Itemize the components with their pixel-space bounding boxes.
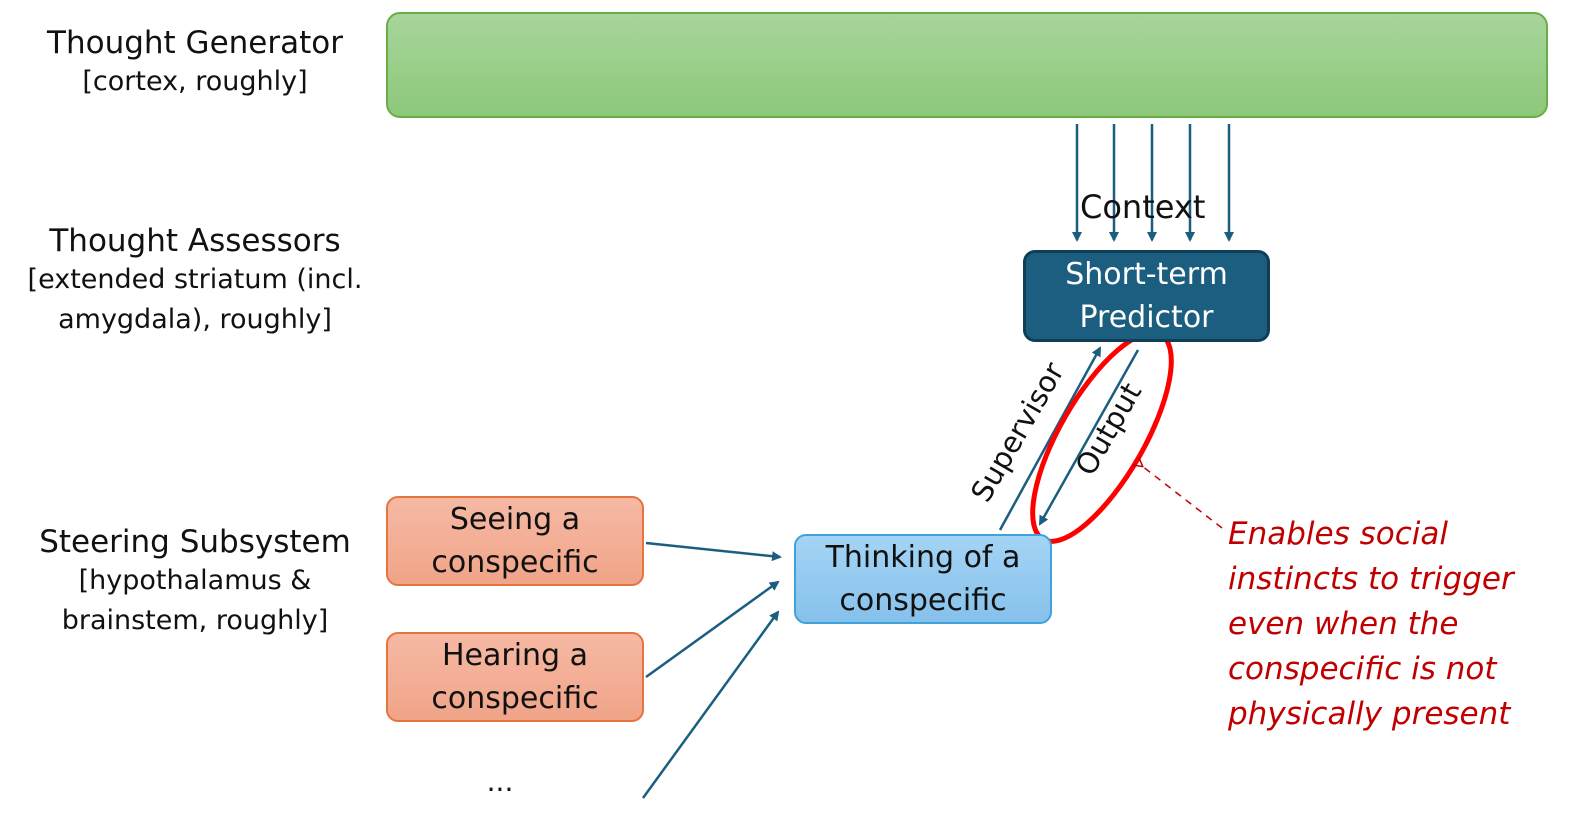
steering-subsystem-subtitle-2: brainstem, roughly] <box>61 605 329 636</box>
annotation-line: even when the <box>1228 606 1459 642</box>
thought-generator-title: Thought Generator <box>47 25 343 61</box>
seeing-label-2: conspecific <box>431 545 599 580</box>
seeing-label-1: Seeing a <box>449 502 581 537</box>
row-label-steering-subsystem: Steering Subsystem [hypothalamus & brain… <box>20 523 370 641</box>
supervisor-arrow <box>998 346 1102 531</box>
other-input-arrow <box>641 610 780 799</box>
thought-generator-subtitle: [cortex, roughly] <box>82 66 308 97</box>
thought-assessors-title: Thought Assessors <box>49 223 341 259</box>
thinking-label-2: conspecific <box>839 583 1007 618</box>
thinking-of-conspecific-box: Thinking of a conspecific <box>794 534 1052 624</box>
thought-assessors-subtitle-2: amygdala), roughly] <box>58 304 332 335</box>
context-label: Context <box>1080 188 1206 226</box>
annotation-pointer-arrow <box>1142 466 1223 529</box>
annotation-note: Enables social instincts to trigger even… <box>1228 512 1514 737</box>
output-arrow <box>1038 349 1140 526</box>
annotation-line: instincts to trigger <box>1228 561 1514 597</box>
short-term-predictor-box: Short-term Predictor <box>1023 250 1270 342</box>
row-label-thought-generator: Thought Generator [cortex, roughly] <box>20 24 370 102</box>
steering-subsystem-title: Steering Subsystem <box>39 524 351 560</box>
annotation-line: physically present <box>1228 696 1511 732</box>
seeing-conspecific-box: Seeing a conspecific <box>386 496 644 586</box>
annotation-line: conspecific is not <box>1228 651 1497 687</box>
thought-generator-box <box>386 12 1548 118</box>
hearing-label-1: Hearing a <box>441 638 589 673</box>
predictor-label-2: Predictor <box>1079 300 1214 335</box>
annotation-line: Enables social <box>1228 516 1448 552</box>
hearing-arrow <box>645 580 780 679</box>
predictor-label-1: Short-term <box>1065 257 1228 292</box>
hearing-label-2: conspecific <box>431 681 599 716</box>
steering-subsystem-subtitle-1: [hypothalamus & <box>78 565 312 596</box>
thinking-label-1: Thinking of a <box>825 540 1021 575</box>
hearing-conspecific-box: Hearing a conspecific <box>386 632 644 722</box>
row-label-thought-assessors: Thought Assessors [extended striatum (in… <box>10 222 380 340</box>
thought-assessors-subtitle-1: [extended striatum (incl. <box>27 264 363 295</box>
seeing-arrow <box>645 541 782 562</box>
more-inputs-ellipsis: ... <box>486 765 514 798</box>
